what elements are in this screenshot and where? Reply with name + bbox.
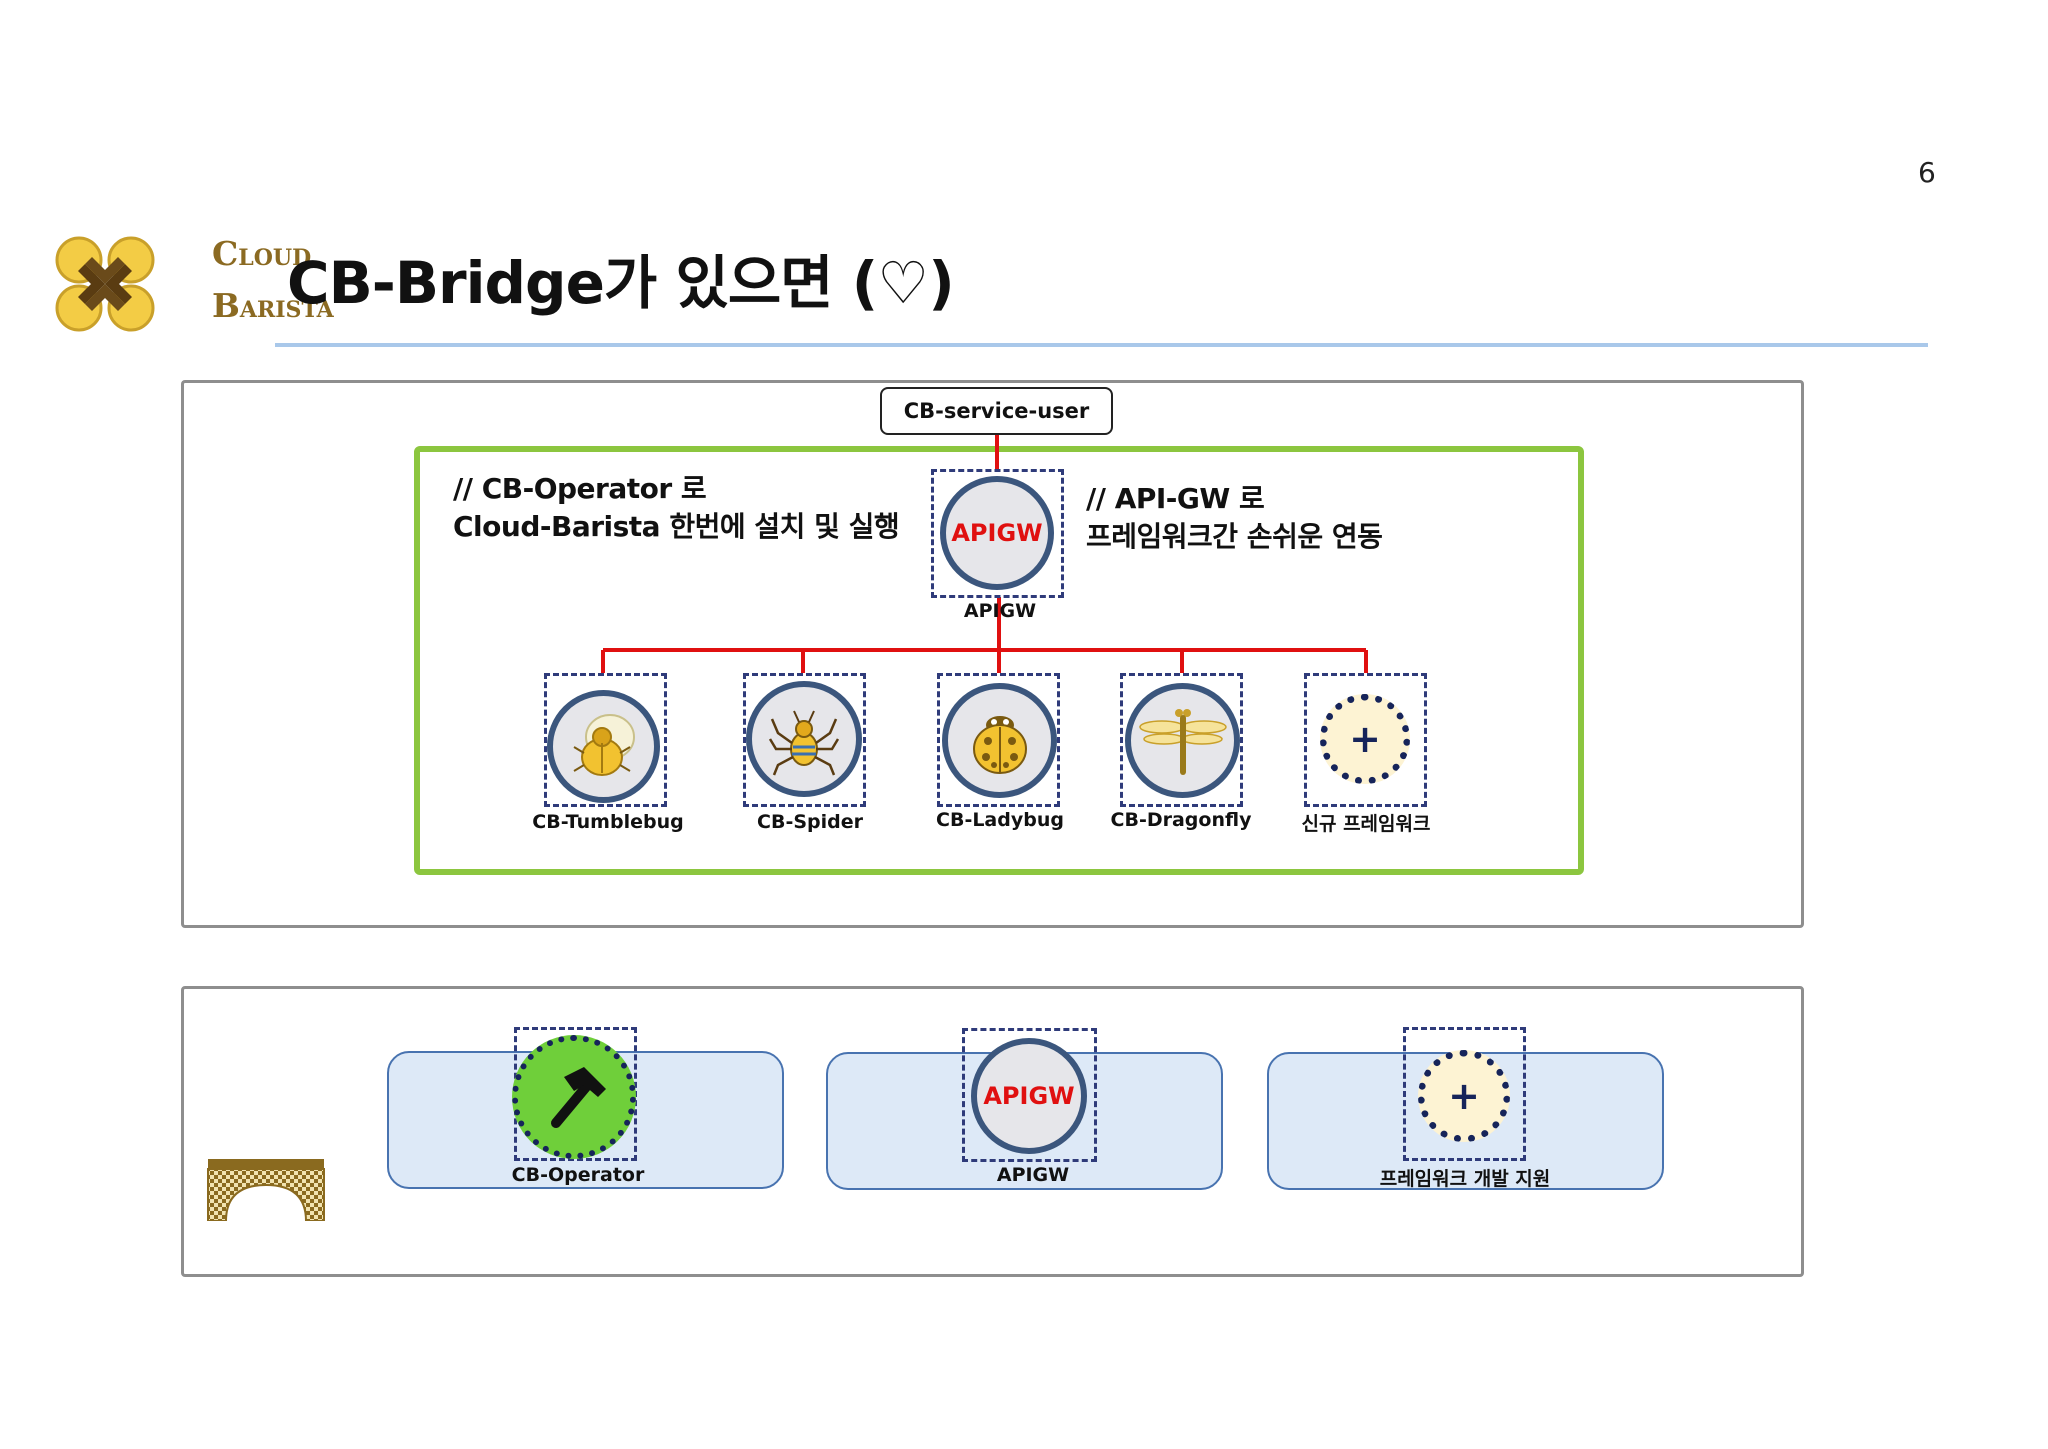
slide-title: CB-Bridge가 있으면 (♡) — [287, 249, 955, 317]
dragonfly-label: CB-Dragonfly — [1110, 809, 1252, 831]
dev-support-node-frame — [1403, 1027, 1526, 1161]
new-framework-label: 신규 프레임워크 — [1301, 813, 1431, 835]
operator-note-line1: // CB-Operator 로 — [453, 472, 707, 505]
apigw-node-text: APIGW — [951, 519, 1043, 547]
tumblebug-label: CB-Tumblebug — [532, 811, 684, 833]
operator-label: CB-Operator — [511, 1164, 645, 1186]
spider-icon — [768, 710, 840, 776]
operator-note: // CB-Operator 로 Cloud-Barista 한번에 설치 및 … — [453, 470, 900, 546]
tumblebug-node-frame — [544, 673, 667, 807]
spider-node-frame — [743, 673, 866, 807]
logo-text-cloud: CLOUD — [212, 234, 312, 273]
dev-support-label: 프레임워크 개발 지원 — [1379, 1168, 1551, 1190]
tumblebug-node — [547, 690, 660, 803]
operator-note-line2: Cloud-Barista 한번에 설치 및 실행 — [453, 510, 900, 543]
ladybug-node — [942, 683, 1057, 798]
apigw-note-line1: // API-GW 로 — [1086, 482, 1265, 515]
bottom-apigw-node: APIGW — [971, 1038, 1087, 1154]
dragonfly-node — [1125, 683, 1240, 798]
title-divider — [275, 343, 1928, 347]
dev-support-node: + — [1418, 1050, 1510, 1142]
bridge-icon — [207, 1159, 325, 1221]
apigw-node: APIGW — [940, 476, 1054, 590]
spider-label: CB-Spider — [757, 811, 863, 833]
logo-mark-icon — [55, 236, 155, 332]
ladybug-node-frame — [937, 673, 1060, 807]
dragonfly-icon — [1138, 708, 1227, 775]
apigw-note-line2: 프레임워크간 손쉬운 연동 — [1086, 520, 1383, 553]
service-user-box: CB-service-user — [880, 387, 1113, 435]
bottom-apigw-node-text: APIGW — [983, 1082, 1075, 1110]
cloud-barista-logo: CLOUD BARISTA — [52, 234, 334, 334]
bottom-apigw-node-frame — [962, 1028, 1097, 1162]
tumblebug-icon — [572, 713, 635, 776]
ladybug-icon — [972, 715, 1027, 774]
new-framework-node-frame — [1304, 673, 1427, 807]
hammer-icon — [551, 1067, 606, 1128]
page-number: 6 — [1918, 156, 1936, 189]
bottom-apigw-label: APIGW — [996, 1164, 1070, 1186]
new-framework-node: + — [1320, 694, 1410, 784]
spider-node — [746, 681, 862, 797]
ladybug-label: CB-Ladybug — [936, 809, 1064, 831]
dragonfly-node-frame — [1120, 673, 1243, 807]
apigw-node-frame — [931, 469, 1064, 598]
apigw-note: // API-GW 로 프레임워크간 손쉬운 연동 — [1086, 480, 1383, 556]
plus-icon: + — [1349, 717, 1381, 761]
plus-icon: + — [1448, 1074, 1480, 1118]
operator-node — [512, 1035, 636, 1159]
apigw-node-label: APIGW — [963, 600, 1037, 622]
logo-text-barista: BARISTA — [212, 286, 334, 325]
